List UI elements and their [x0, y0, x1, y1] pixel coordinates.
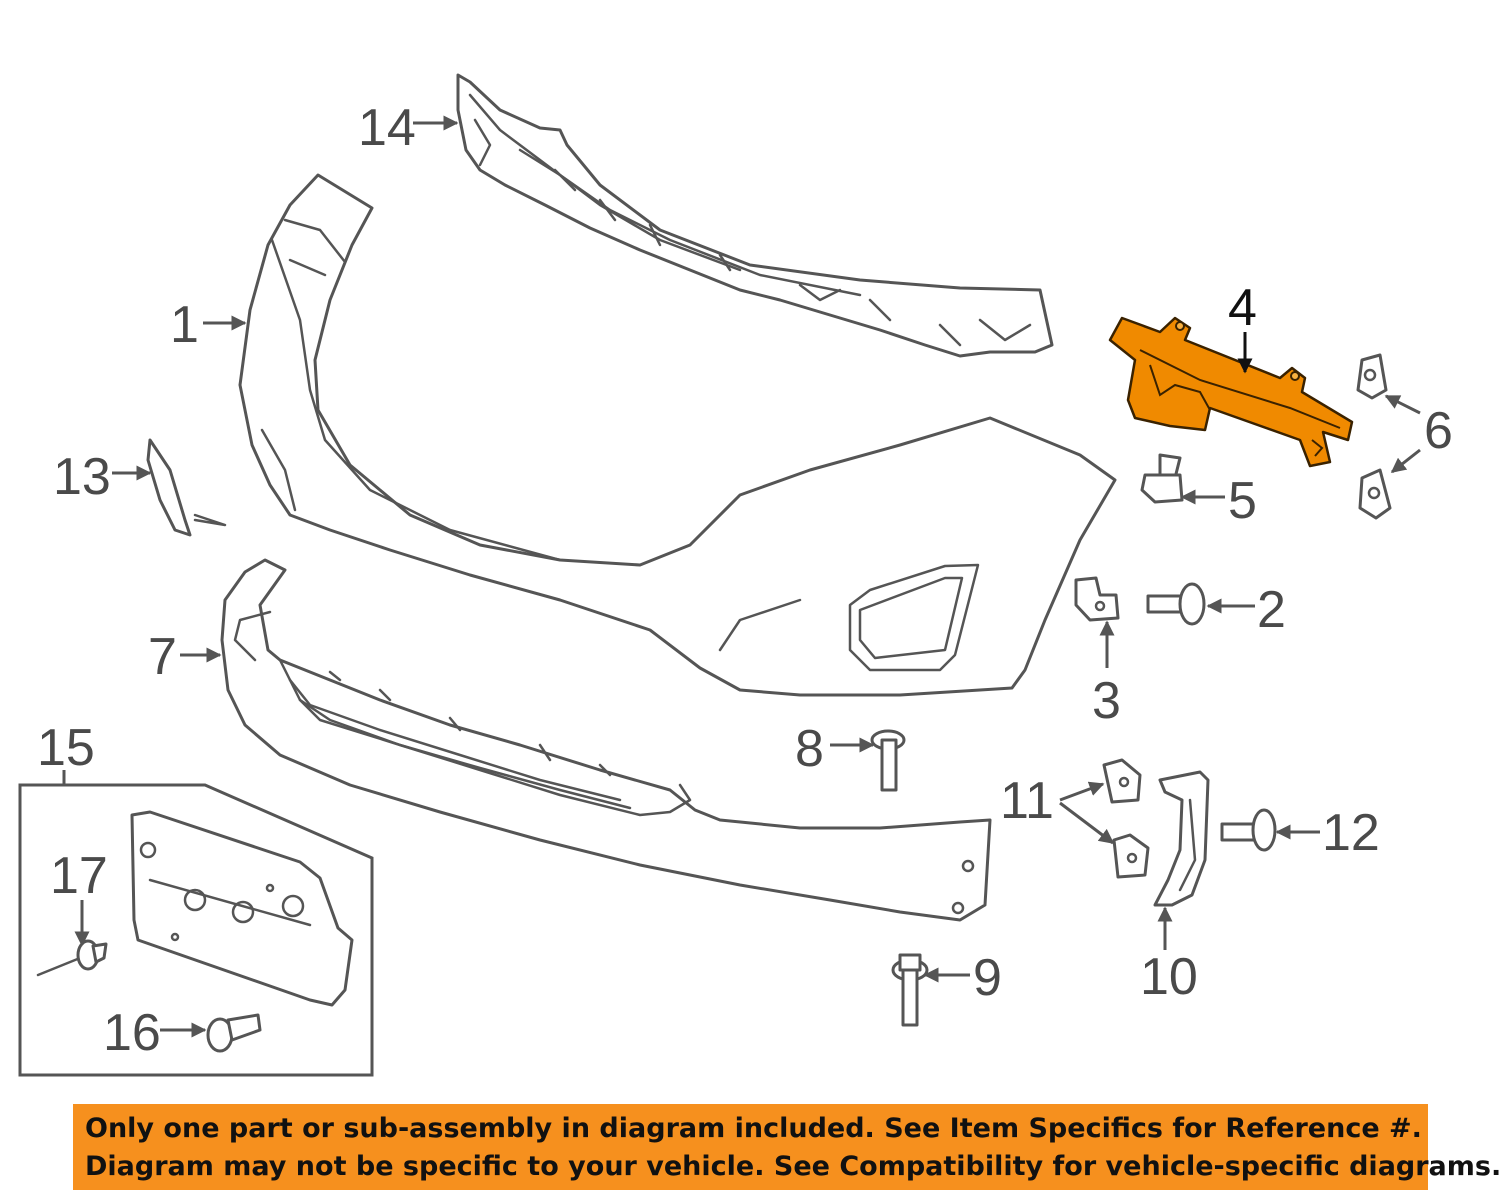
part-14-energy-absorber: [456, 73, 1054, 358]
callout-13: 13: [53, 448, 111, 506]
disclaimer-line-1: Only one part or sub-assembly in diagram…: [85, 1113, 1422, 1144]
callout-14: 14: [358, 99, 416, 157]
callout-16: 16: [103, 1004, 161, 1062]
callout-7: 7: [148, 628, 177, 686]
callout-labels: 14 1 13 7 4 6 5 2 3 8 11 12 10 9 15 17 1…: [37, 99, 1453, 1062]
part-2-push-pin: [1146, 582, 1206, 626]
part-13-reflector: [146, 438, 227, 537]
callout-6: 6: [1424, 402, 1453, 460]
disclaimer-line-2: Diagram may not be specific to your vehi…: [85, 1151, 1500, 1182]
part-9-stud: [891, 953, 929, 1027]
part-5-bolt: [1140, 453, 1184, 504]
part-6-clips: [1356, 353, 1392, 520]
callout-12: 12: [1322, 804, 1380, 862]
callout-5: 5: [1228, 472, 1257, 530]
part-12-push-pin: [1220, 808, 1277, 852]
callout-3: 3: [1092, 672, 1121, 730]
callout-9: 9: [973, 949, 1002, 1007]
callout-4: 4: [1228, 279, 1257, 337]
part-7-lower-fascia: [220, 558, 992, 922]
disclaimer-banner: Only one part or sub-assembly in diagram…: [73, 1104, 1500, 1190]
part-8-bolt: [870, 729, 906, 792]
callout-10: 10: [1140, 948, 1198, 1006]
callout-2: 2: [1257, 581, 1286, 639]
part-17-rivet: [36, 939, 108, 977]
part-11-clips: [1102, 758, 1150, 879]
callout-15: 15: [37, 719, 95, 777]
part-1-bumper-cover: [238, 173, 1117, 697]
part-16-bolt: [206, 1013, 262, 1053]
callout-8: 8: [795, 720, 824, 778]
callout-1: 1: [170, 296, 199, 354]
part-15-kit-box: [18, 770, 374, 1077]
leader-lines: [74, 115, 1421, 1038]
part-10-bracket: [1153, 770, 1210, 907]
part-4-bracket-highlighted: [1108, 316, 1354, 468]
part-3-clip: [1074, 576, 1120, 622]
callout-17: 17: [50, 847, 108, 905]
callout-11: 11: [1000, 772, 1054, 830]
